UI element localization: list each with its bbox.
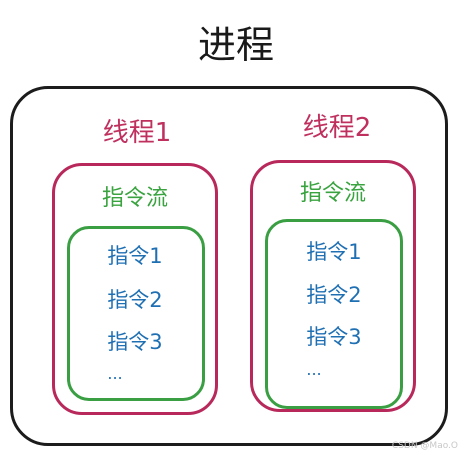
thread-1-instruction-ellipsis: ... [107, 364, 123, 383]
thread-1-instruction-3: 指令3 [107, 330, 163, 354]
thread-2-instruction-2: 指令2 [306, 283, 362, 307]
thread-2-box [250, 160, 416, 412]
thread-2-label: 线程2 [302, 113, 372, 143]
thread-2-stream-label: 指令流 [299, 181, 366, 206]
thread-2-instruction-ellipsis: ... [306, 360, 322, 379]
thread-1-instruction-2: 指令2 [107, 288, 163, 312]
process-title: 进程 [197, 23, 274, 67]
thread-2-instruction-3: 指令3 [306, 325, 362, 349]
thread-1-instruction-1: 指令1 [107, 244, 163, 268]
thread-1-stream-box [67, 226, 205, 401]
process-box [10, 86, 448, 446]
thread-1-box [52, 163, 218, 415]
watermark: CSDN @Mao.O [391, 441, 458, 451]
thread-1-stream-label: 指令流 [101, 186, 168, 211]
thread-2-stream-box [265, 219, 403, 409]
thread-1-label: 线程1 [102, 118, 172, 148]
thread-2-instruction-1: 指令1 [306, 240, 362, 264]
